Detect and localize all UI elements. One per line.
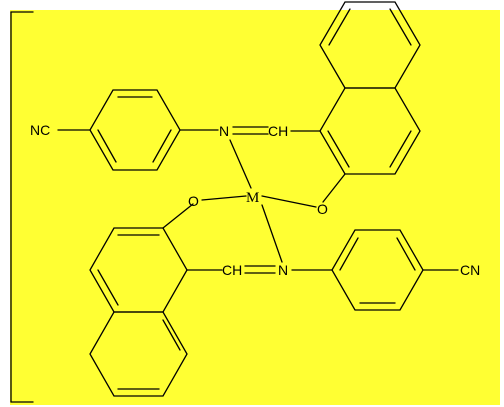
ch-label-top: CH — [268, 123, 288, 139]
ch-label-bottom: CH — [222, 262, 242, 278]
o-label-right: O — [317, 201, 328, 217]
imine-double-bond-top — [232, 126, 269, 135]
metal-o-bond-left — [201, 195, 247, 201]
c-o-bond-left — [162, 203, 194, 229]
c-o-bond-right — [322, 173, 346, 203]
metal-n-bond-bottom — [261, 204, 283, 263]
metal-label: M — [246, 190, 259, 206]
imine-double-bond-bottom — [244, 265, 276, 274]
left-bracket — [10, 11, 34, 403]
metal-o-bond-right — [261, 195, 317, 208]
o-label-left: O — [188, 193, 199, 209]
n-metal-bond-top — [229, 139, 252, 189]
nc-label-left: NC — [30, 122, 50, 138]
cn-label-right: CN — [460, 262, 480, 278]
n-label-bottom: N — [278, 262, 288, 278]
background-panel — [10, 10, 500, 405]
n-label-top: N — [219, 123, 229, 139]
